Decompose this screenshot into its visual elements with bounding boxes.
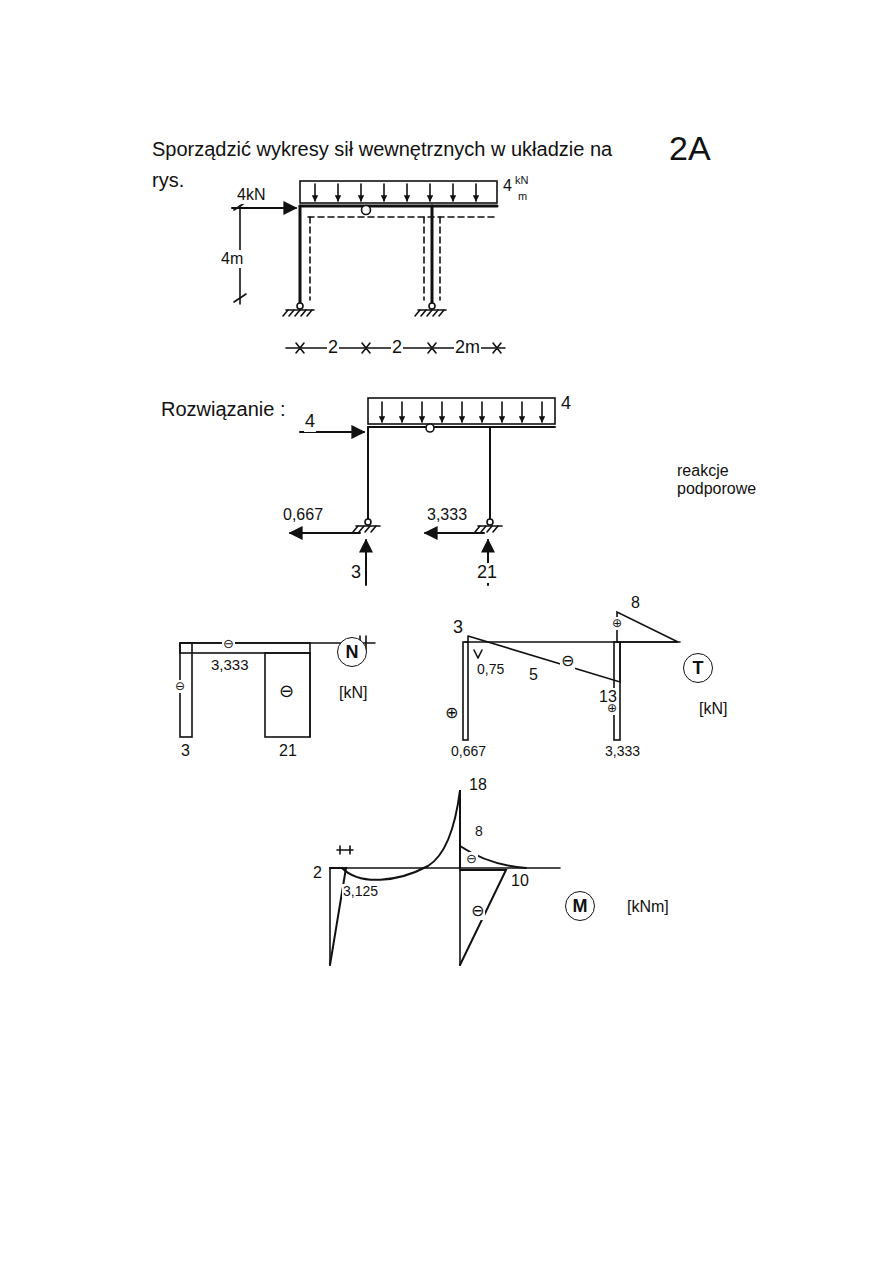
diagram-label: 5: [528, 666, 539, 684]
moment-curve: [460, 846, 526, 868]
diagram-label: ⊕: [606, 702, 618, 715]
symbol-circle: N: [337, 637, 367, 667]
beam: [300, 205, 497, 208]
diagram-label: [kN]: [698, 700, 728, 718]
diagram-label: ⊖: [470, 902, 485, 920]
diagram-label: [kN]: [338, 684, 368, 702]
diagram-label: 4: [502, 177, 513, 195]
diagram-label: ⊕: [444, 704, 459, 722]
shear-band: [463, 642, 468, 740]
diagram-label: 2m: [454, 338, 481, 358]
diagram-label: 10: [510, 872, 530, 890]
diagram-label: 3: [452, 618, 464, 638]
diagram-label: Rozwiązanie :: [160, 398, 287, 420]
diagram-label: m: [517, 190, 528, 202]
load-arrows: [315, 184, 476, 201]
diagram-label: 3: [350, 563, 362, 583]
diagram-label: 0,667: [282, 506, 324, 524]
column: [299, 206, 302, 304]
diagram-label: ⊖: [222, 637, 235, 651]
diagram-label: 3,125: [342, 884, 379, 899]
diagram-label: 8: [474, 824, 484, 839]
axial-band: [265, 653, 310, 737]
diagram-label: 3: [180, 742, 191, 760]
reaction-arrow: [290, 532, 360, 534]
symbol-letter: N: [346, 643, 359, 661]
diagram-label: ⊖: [278, 682, 295, 702]
moment-curve: [342, 790, 460, 880]
diagram-label: 0,75: [476, 662, 505, 677]
moment-line: [330, 868, 346, 965]
symbol-letter: T: [693, 659, 704, 677]
diagram-label: [kNm]: [626, 898, 670, 916]
diagram-label: 3,333: [426, 506, 468, 524]
column: [431, 206, 434, 304]
diagram-label: 4m: [220, 250, 244, 268]
load-block: [368, 398, 555, 424]
diagram-label: ⊖: [465, 852, 478, 866]
reaction-arrow: [425, 532, 484, 534]
diagram-label: 2: [327, 338, 339, 358]
shear-line: [468, 636, 620, 682]
shear-triangle: [617, 612, 678, 642]
diagram-label: 18: [468, 776, 488, 794]
reaction-arrow: [365, 540, 367, 585]
load-block: [300, 181, 497, 203]
diagram-label: 21: [278, 742, 298, 760]
diagram-label: 8: [630, 594, 641, 612]
diagram-label: 2: [391, 338, 403, 358]
diagram-label: 4: [304, 412, 316, 432]
diagram-label: kN: [514, 174, 529, 186]
diagram-label: 3,333: [210, 657, 250, 674]
force-arrow: [232, 207, 296, 209]
diagram-label: 3,333: [604, 744, 641, 759]
diagram-label: ⊕: [611, 617, 623, 630]
bottom-fibre: [308, 216, 497, 218]
moment-line: [460, 870, 506, 965]
diagram-label: reakcje podporowe: [676, 462, 762, 497]
symbol-circle: M: [565, 891, 595, 921]
diagram-label: ⊖: [560, 652, 575, 670]
title: Sporządzić wykresy sił wewnętrznych w uk…: [152, 134, 622, 196]
diagram-label: ⊖: [174, 680, 186, 693]
diagram-label: 4: [560, 394, 572, 414]
symbol-circle: T: [683, 653, 713, 683]
diagram-label: 2A: [668, 130, 712, 167]
diagram-label: 0,667: [450, 744, 487, 759]
diagram-label: 4kN: [236, 186, 266, 204]
diagram-label: 2: [312, 864, 323, 882]
symbol-letter: M: [573, 897, 588, 915]
hinge: [362, 206, 371, 215]
axial-band: [180, 643, 310, 653]
diagram-label: 21: [476, 563, 498, 583]
